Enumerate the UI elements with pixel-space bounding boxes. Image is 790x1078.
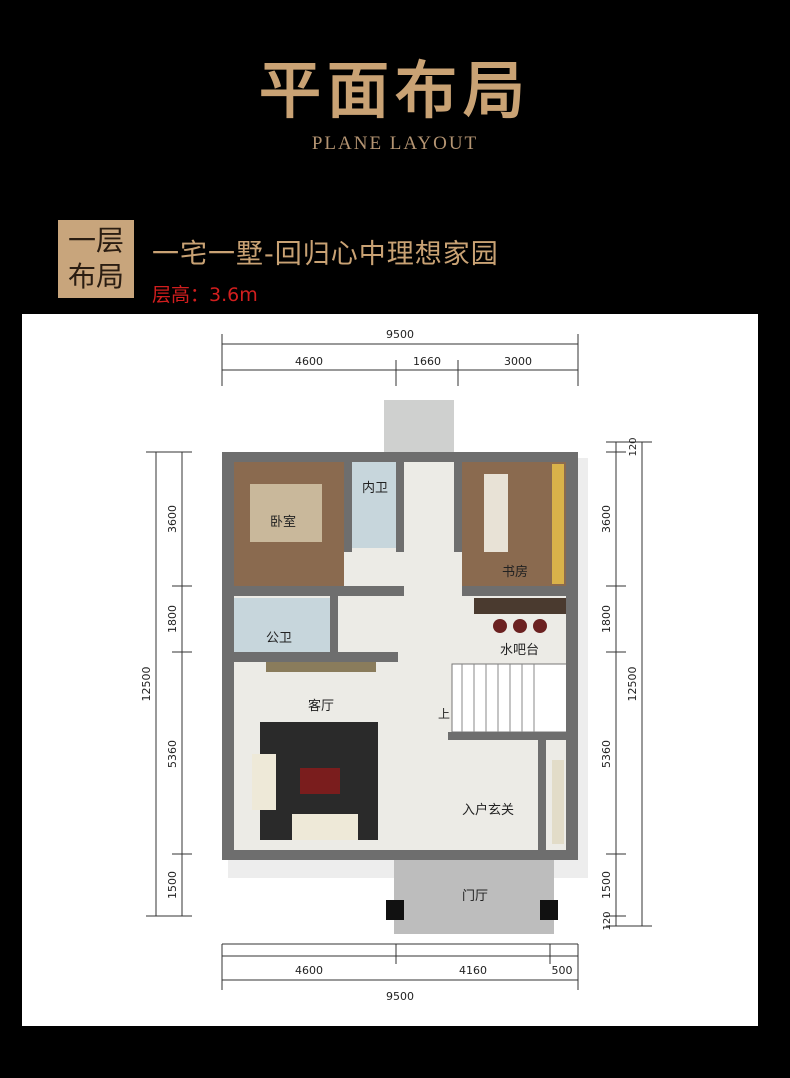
dim-top-seg: 3000 <box>504 355 532 368</box>
wall-bath-west <box>344 462 352 552</box>
wall-bedroom-south <box>234 586 404 596</box>
inner-bath-floor <box>344 462 400 548</box>
dim-right-seg: 1500 <box>600 871 613 899</box>
dim-right-seg: 120 <box>602 911 613 930</box>
dim-right-total: 12500 <box>626 667 639 702</box>
wall-north <box>222 452 578 462</box>
wall-east <box>566 452 578 860</box>
wall-south <box>222 850 578 860</box>
room-label-public-bath: 公卫 <box>266 631 292 646</box>
front-porch <box>394 860 554 934</box>
room-label-study: 书房 <box>502 564 528 580</box>
page-subtitle: PLANE LAYOUT <box>311 133 479 154</box>
porch-column-right <box>540 900 558 920</box>
room-label-living: 客厅 <box>308 698 334 714</box>
dim-right-seg: 120 <box>628 437 639 456</box>
dim-bottom-total: 9500 <box>386 990 414 1003</box>
page-title: 平面布局 <box>258 54 531 127</box>
dim-left-seg: 5360 <box>166 740 179 768</box>
staircase <box>451 663 571 733</box>
bar-stool <box>493 619 507 633</box>
wall-bath-east <box>396 462 404 552</box>
wall-west <box>222 452 234 860</box>
floor-badge: 一层 布局 <box>58 220 134 298</box>
dim-right-seg: 1800 <box>600 605 613 633</box>
dim-bottom-seg: 4600 <box>295 964 323 977</box>
room-label-bar: 水吧台 <box>500 643 539 658</box>
room-label-porch: 门厅 <box>462 889 488 904</box>
dim-right-seg: 3600 <box>600 505 613 533</box>
wall-study-south <box>462 586 566 596</box>
dim-right-seg: 5360 <box>600 740 613 768</box>
floor-plan: 卧室 内卫 书房 公卫 水吧台 客厅 上 入户玄关 门厅 <box>140 328 652 1003</box>
floor-badge-line1: 一层 <box>67 224 124 257</box>
dim-bottom-seg: 4160 <box>459 964 487 977</box>
room-label-bedroom: 卧室 <box>270 514 296 530</box>
floor-height: 层高：3.6m <box>152 284 258 306</box>
dim-left-seg: 1800 <box>166 605 179 633</box>
stair-up-label: 上 <box>438 707 450 721</box>
public-bath-floor <box>234 598 330 654</box>
study-bookshelf <box>552 464 564 584</box>
dim-left-seg: 1500 <box>166 871 179 899</box>
living-sofa-bottom <box>292 814 358 840</box>
bar-stool <box>533 619 547 633</box>
dim-left-total: 12500 <box>140 667 153 702</box>
living-sofa-left <box>252 754 276 810</box>
bar-stool <box>513 619 527 633</box>
bar-counter <box>474 598 566 614</box>
project-name: 一宅一墅-回归心中理想家园 <box>152 239 499 270</box>
floor-plan-panel: 卧室 内卫 书房 公卫 水吧台 客厅 上 入户玄关 门厅 <box>22 314 758 1026</box>
room-label-entry: 入户玄关 <box>462 802 514 818</box>
wall-pubbath-east <box>330 596 338 654</box>
dim-left-seg: 3600 <box>166 505 179 533</box>
study-desk <box>484 474 508 552</box>
dim-bottom-seg: 500 <box>552 964 573 977</box>
entry-cabinet <box>552 760 564 844</box>
wall-stair-south <box>448 732 570 740</box>
porch-column-left <box>386 900 404 920</box>
floor-badge-line2: 布局 <box>67 260 124 293</box>
rear-porch <box>384 400 454 452</box>
wall-study-west <box>454 462 462 552</box>
wall-bath-south <box>234 652 398 662</box>
wall-entry-east <box>538 740 546 850</box>
coffee-table <box>300 768 340 794</box>
dim-top-seg: 4600 <box>295 355 323 368</box>
bed <box>250 484 322 542</box>
room-label-inner-bath: 内卫 <box>362 480 388 496</box>
dim-top-total: 9500 <box>386 328 414 341</box>
study-floor <box>462 462 566 586</box>
dim-top-seg: 1660 <box>413 355 441 368</box>
